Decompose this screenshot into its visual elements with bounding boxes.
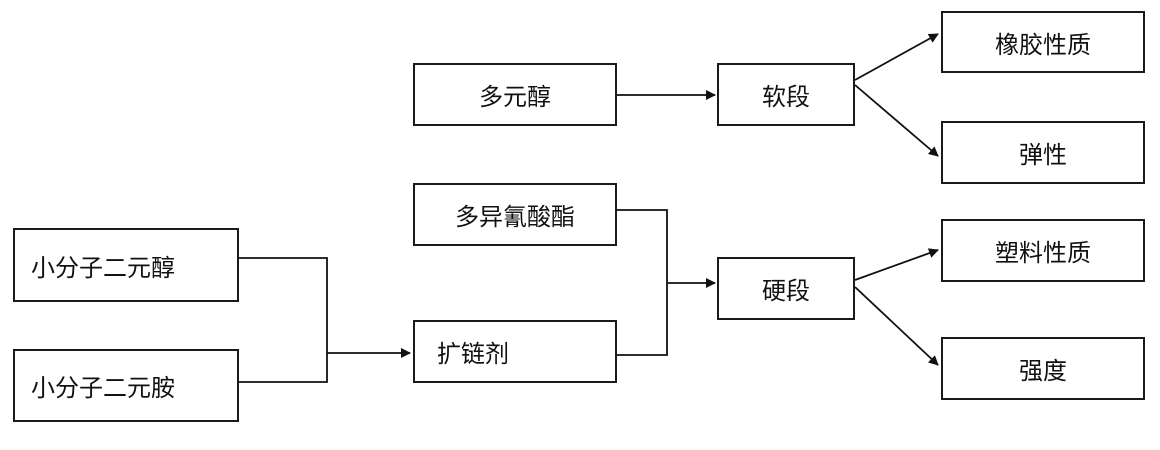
- connector-small-molecule-branch: [239, 257, 328, 383]
- arrow-hard-to-strength: [854, 286, 939, 366]
- polyol-label: 多元醇: [479, 83, 551, 111]
- small-diamine-label: 小分子二元胺: [31, 374, 175, 402]
- small-diamine-box: 小分子二元胺: [13, 349, 239, 422]
- rubber-property-label: 橡胶性质: [995, 30, 1091, 59]
- soft-segment-label: 软段: [762, 83, 810, 111]
- chain-extender-label: 扩链剂: [437, 340, 509, 368]
- arrow-soft-to-rubber-property: [854, 33, 939, 81]
- polyol-box: 多元醇: [413, 63, 617, 126]
- isocyanate-label: 多异氰酸酯: [455, 203, 575, 231]
- small-diol-label: 小分子二元醇: [31, 253, 175, 282]
- plastic-property-label: 塑料性质: [995, 239, 1091, 267]
- rubber-property-box: 橡胶性质: [941, 11, 1145, 73]
- isocyanate-box: 多异氰酸酯: [413, 183, 617, 246]
- strength-label: 强度: [1019, 357, 1067, 385]
- arrow-hard-to-plastic-property: [854, 248, 939, 281]
- elasticity-label: 弹性: [1019, 141, 1067, 169]
- chain-extender-box: 扩链剂: [413, 320, 617, 383]
- arrow-soft-to-elasticity: [854, 84, 939, 157]
- hard-segment-label: 硬段: [762, 277, 810, 305]
- elasticity-box: 弹性: [941, 121, 1145, 184]
- small-diol-box: 小分子二元醇: [13, 228, 239, 302]
- soft-segment-box: 软段: [717, 63, 855, 126]
- strength-box: 强度: [941, 337, 1145, 400]
- connector-isocyanate-branch: [617, 209, 668, 356]
- hard-segment-box: 硬段: [717, 257, 855, 320]
- plastic-property-box: 塑料性质: [941, 219, 1145, 282]
